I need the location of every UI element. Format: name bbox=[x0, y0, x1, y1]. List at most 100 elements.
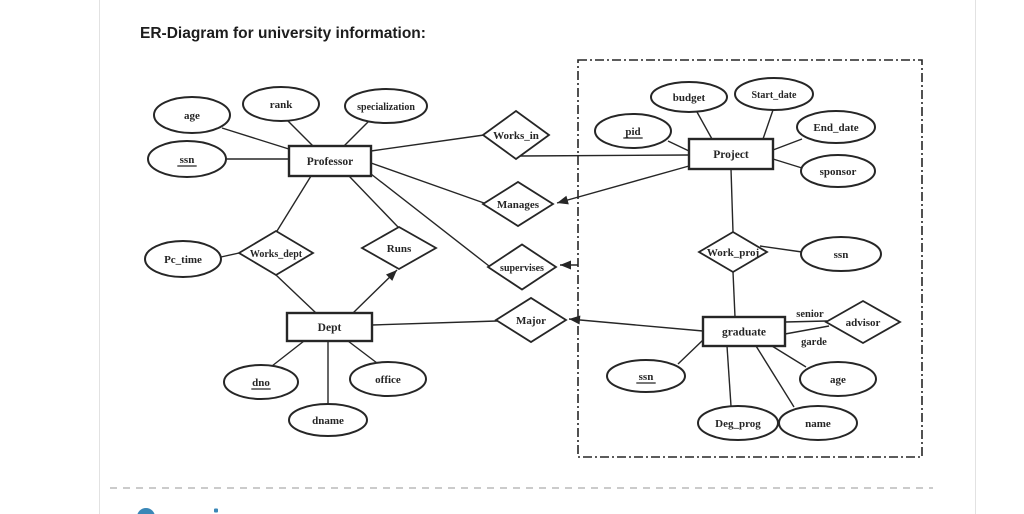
edge-budget-project bbox=[696, 111, 713, 140]
cutoff-blue-circle-icon bbox=[137, 508, 155, 514]
relationship-supervises-label: supervises bbox=[500, 263, 544, 274]
edge-professor-works-dept bbox=[276, 175, 312, 232]
attribute-dname bbox=[288, 403, 368, 437]
attribute-pid bbox=[594, 113, 672, 149]
attribute-deg-prog-label: Deg_prog bbox=[715, 418, 761, 430]
edge-label-garde: garde bbox=[801, 337, 827, 348]
relationship-work-proj bbox=[697, 230, 769, 274]
attribute-office bbox=[349, 361, 427, 397]
attribute-workproj-ssn bbox=[800, 236, 882, 272]
attribute-grad-name bbox=[778, 405, 858, 441]
attribute-grad-age bbox=[799, 361, 877, 397]
edge-boundary-supervises-arrowhead-icon bbox=[560, 260, 571, 270]
edge-start-date-project bbox=[762, 109, 774, 140]
attribute-start-date bbox=[734, 77, 814, 111]
edge-dept-dno bbox=[271, 340, 305, 367]
edge-professor-supervises bbox=[370, 173, 490, 267]
entity-project bbox=[687, 137, 775, 171]
attribute-dno bbox=[223, 364, 299, 400]
attribute-budget-label: budget bbox=[673, 92, 706, 104]
entity-project-label: Project bbox=[713, 149, 749, 161]
entity-professor-label: Professor bbox=[307, 156, 353, 168]
edge-graduate-deg-prog bbox=[726, 345, 732, 407]
attribute-pid-label: pid bbox=[625, 126, 640, 138]
edge-professor-manages bbox=[370, 162, 485, 204]
entity-dept-label: Dept bbox=[318, 322, 342, 334]
relationship-works-in-label: Works_in bbox=[493, 130, 539, 142]
edge-graduate-advisor-senior bbox=[784, 320, 828, 323]
attribute-prof-ssn-label: ssn bbox=[180, 154, 195, 166]
attribute-prof-rank-label: rank bbox=[270, 99, 294, 111]
er-boundary-box bbox=[577, 59, 923, 458]
entity-professor bbox=[287, 144, 373, 178]
attribute-grad-ssn bbox=[606, 359, 686, 393]
edge-project-manages-arrowhead-icon bbox=[557, 195, 569, 205]
relationship-advisor bbox=[824, 299, 902, 345]
edge-pid-project bbox=[667, 140, 690, 152]
attribute-prof-rank bbox=[242, 86, 320, 122]
attribute-office-label: office bbox=[375, 374, 401, 386]
attribute-prof-specialization bbox=[344, 88, 428, 124]
attribute-prof-specialization-label: specialization bbox=[357, 102, 415, 113]
relationship-works-dept bbox=[237, 229, 315, 277]
attribute-prof-age-label: age bbox=[184, 110, 200, 122]
attribute-start-date-label: Start_date bbox=[752, 90, 798, 101]
edge-professor-works-in bbox=[370, 134, 485, 152]
relationship-advisor-label: advisor bbox=[846, 317, 881, 329]
edge-age-professor bbox=[221, 127, 293, 151]
relationship-work-proj-label: Work_proj bbox=[707, 247, 759, 259]
entity-graduate-label: graduate bbox=[722, 327, 766, 339]
relationship-works-in bbox=[481, 109, 551, 161]
attribute-pc-time-label: Pc_time bbox=[164, 254, 202, 266]
attribute-sponsor bbox=[800, 154, 876, 188]
attribute-prof-age bbox=[153, 96, 231, 134]
edge-works-dept-dept bbox=[275, 274, 317, 314]
attribute-grad-ssn-label: ssn bbox=[639, 371, 654, 383]
attribute-pc-time bbox=[144, 240, 222, 278]
edge-graduate-advisor-garde bbox=[784, 325, 830, 335]
edge-pc-time-works-dept bbox=[220, 252, 240, 258]
edge-graduate-age bbox=[771, 345, 807, 368]
edge-dept-runs-arrowhead-icon bbox=[385, 270, 397, 281]
edge-dept-major bbox=[371, 320, 498, 326]
attribute-workproj-ssn-label: ssn bbox=[834, 249, 849, 261]
relationship-manages bbox=[481, 180, 555, 228]
entity-graduate bbox=[701, 315, 787, 348]
edge-end-date-project bbox=[772, 138, 803, 151]
edge-work-proj-ssn bbox=[759, 245, 803, 253]
relationship-works-dept-label: Works_dept bbox=[250, 249, 303, 260]
edge-label-senior: senior bbox=[796, 309, 824, 320]
edge-rank-professor bbox=[287, 120, 314, 147]
edge-graduate-name bbox=[755, 345, 795, 408]
edge-project-manages bbox=[556, 165, 690, 204]
attribute-end-date-label: End_date bbox=[813, 122, 858, 134]
relationship-supervises bbox=[486, 243, 558, 291]
attribute-grad-name-label: name bbox=[805, 418, 831, 430]
attribute-prof-ssn bbox=[147, 140, 227, 178]
edge-professor-runs bbox=[348, 175, 399, 228]
attribute-dname-label: dname bbox=[312, 415, 344, 427]
entity-dept bbox=[285, 311, 374, 343]
attribute-budget bbox=[650, 81, 728, 113]
content-left-border bbox=[99, 0, 100, 514]
edge-graduate-major-arrowhead-icon bbox=[569, 315, 581, 325]
edge-specialization-professor bbox=[343, 121, 369, 147]
edge-project-work-proj bbox=[730, 168, 734, 233]
relationship-major-label: Major bbox=[516, 315, 546, 327]
edge-works-in-project bbox=[518, 154, 690, 157]
relationship-runs bbox=[360, 225, 438, 271]
edge-graduate-ssn bbox=[677, 339, 704, 365]
page-title: ER-Diagram for university information: bbox=[140, 25, 426, 42]
edge-sponsor-project bbox=[772, 158, 803, 169]
content-right-border bbox=[975, 0, 976, 514]
relationship-manages-label: Manages bbox=[497, 199, 540, 211]
attribute-grad-age-label: age bbox=[830, 374, 846, 386]
cutoff-blue-dot-icon bbox=[214, 508, 218, 513]
attribute-end-date bbox=[796, 110, 876, 144]
attribute-sponsor-label: sponsor bbox=[820, 166, 857, 178]
relationship-runs-label: Runs bbox=[387, 243, 412, 255]
attribute-dno-label: dno bbox=[252, 377, 270, 389]
relationship-major bbox=[494, 296, 568, 344]
